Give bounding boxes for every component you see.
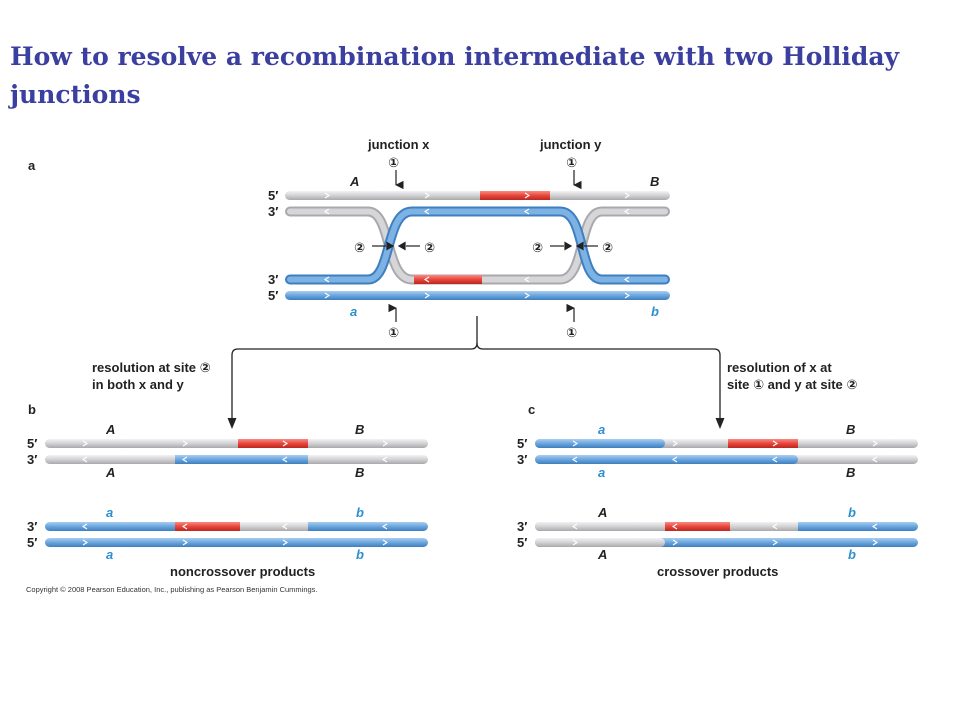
product-b-duplex-2 [45, 522, 428, 547]
site2-label-2: ② [424, 240, 435, 255]
allele-b-b1: b [356, 505, 364, 520]
allele-a-c1: a [598, 422, 605, 437]
panel-label-c: c [528, 402, 535, 417]
strand-bottom-5prime [285, 291, 670, 300]
panel-label-b: b [28, 402, 36, 417]
strand-a3-label: 3′ [268, 272, 278, 287]
site1-top-y: ① [566, 155, 577, 170]
strand-top-5prime [285, 191, 670, 200]
allele-a-b2: a [106, 547, 113, 562]
panel-label-a: a [28, 158, 36, 173]
allele-B-c1: B [846, 422, 855, 437]
site2-label-3: ② [532, 240, 543, 255]
site1-top-x: ① [388, 155, 399, 170]
strand-c2-label: 3′ [517, 452, 527, 467]
allele-B-c2: B [846, 465, 855, 480]
allele-A-c2: A [597, 547, 607, 562]
allele-b-top: b [651, 304, 659, 319]
strand-a2-label: 3′ [268, 204, 278, 219]
noncrossover-caption: noncrossover products [170, 564, 315, 579]
allele-b-c1: b [848, 505, 856, 520]
site1-bottom-y: ① [566, 325, 577, 340]
polarity-chevrons-a [323, 192, 631, 299]
resolution-right-2: site ① and y at site ② [727, 377, 857, 392]
allele-B-b1: B [355, 422, 364, 437]
resolution-branch [231, 316, 721, 420]
strand-c4-label: 5′ [517, 535, 527, 550]
resolution-right-1: resolution of x at [727, 360, 832, 375]
allele-A-c1: A [597, 505, 607, 520]
allele-B-b2: B [355, 465, 364, 480]
strand-b4-label: 5′ [27, 535, 37, 550]
arrow-head-right [715, 418, 725, 429]
strand-b1-label: 5′ [27, 436, 37, 451]
allele-A-top: A [349, 174, 359, 189]
product-c-duplex-1 [535, 439, 918, 464]
crossover-caption: crossover products [657, 564, 778, 579]
product-b-duplex-1 [45, 439, 428, 464]
resolution-left-1: resolution at site ② [92, 360, 211, 375]
allele-b-b2: b [356, 547, 364, 562]
junction-y-label: junction y [539, 137, 602, 152]
allele-A-b2: A [105, 465, 115, 480]
product-c-duplex-2 [535, 522, 918, 547]
strand-a4-label: 5′ [268, 288, 278, 303]
site2-label-4: ② [602, 240, 613, 255]
strand-c1-label: 5′ [517, 436, 527, 451]
resolution-left-2: in both x and y [92, 377, 184, 392]
site1-bottom-x: ① [388, 325, 399, 340]
copyright-notice: Copyright © 2008 Pearson Education, Inc.… [26, 585, 318, 594]
strand-bottom-3prime-blue [285, 206, 670, 285]
page-title: How to resolve a recombination intermedi… [10, 42, 900, 109]
strand-c3-label: 3′ [517, 519, 527, 534]
polarity-chevrons-bc [81, 440, 879, 546]
site2-label-1: ② [354, 240, 365, 255]
strand-a1-label: 5′ [268, 188, 278, 203]
junction-x-label: junction x [367, 137, 430, 152]
allele-a-b1: a [106, 505, 113, 520]
allele-a-c2: a [598, 465, 605, 480]
strand-b3-label: 3′ [27, 519, 37, 534]
allele-b-c2: b [848, 547, 856, 562]
strand-b2-label: 3′ [27, 452, 37, 467]
allele-A-b1: A [105, 422, 115, 437]
site2-arrows [372, 241, 598, 251]
allele-B-top: B [650, 174, 659, 189]
strand-top-3prime-gray [285, 206, 670, 285]
allele-a-top: a [350, 304, 357, 319]
arrow-head-left [227, 418, 237, 429]
